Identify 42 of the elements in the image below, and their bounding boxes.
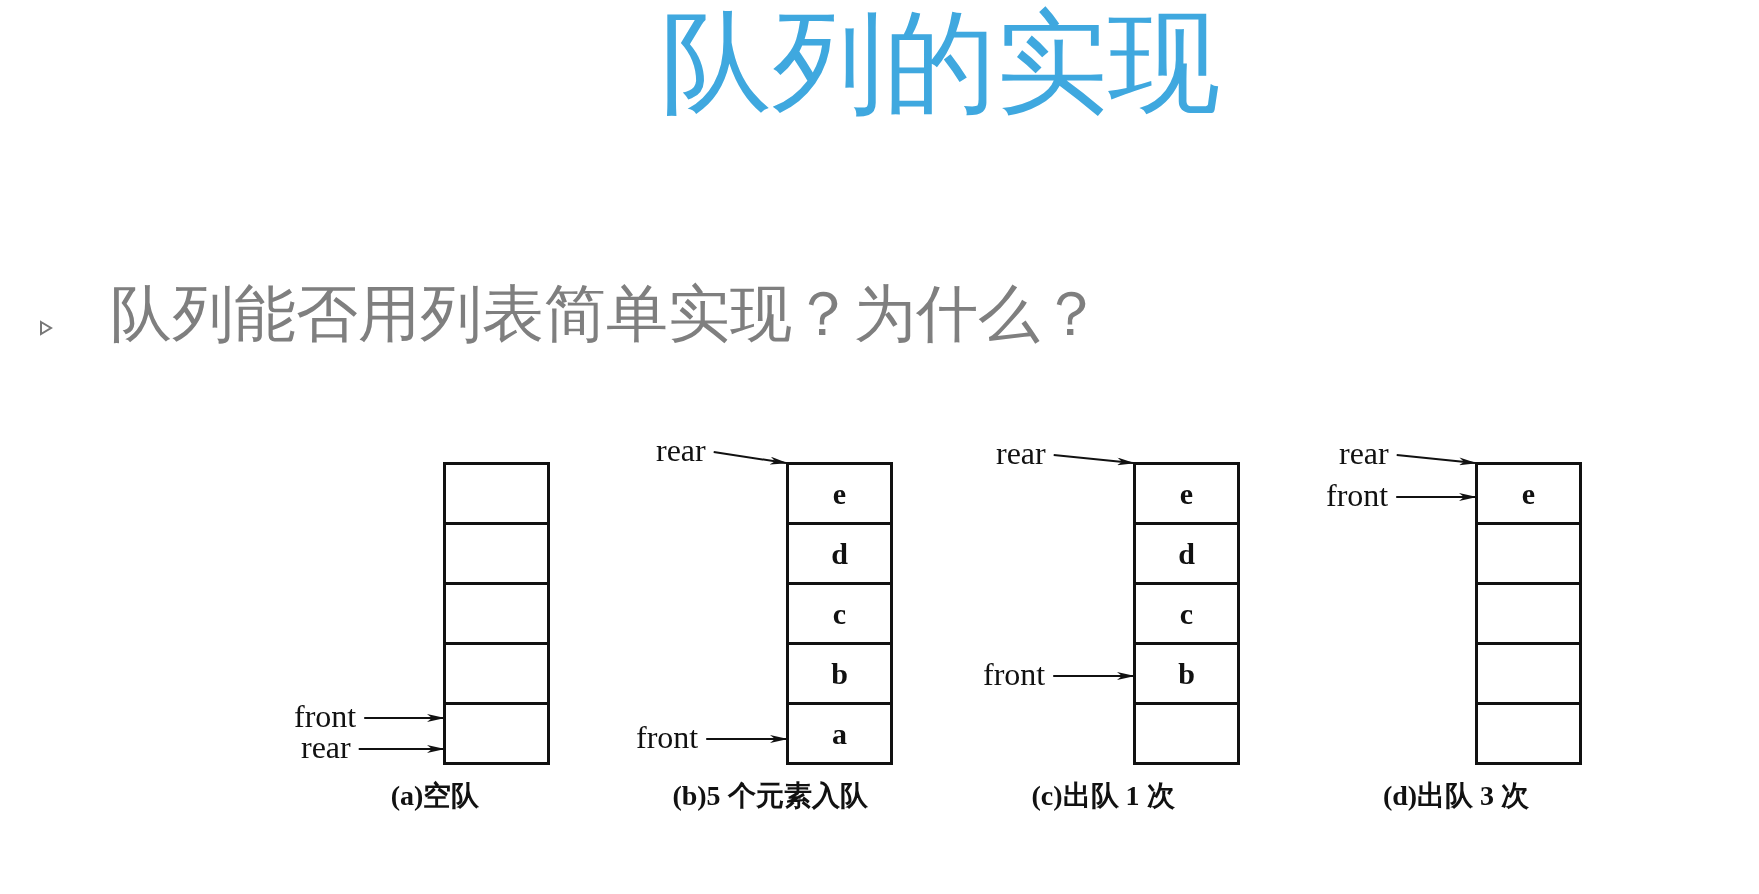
queue-cell: e <box>786 462 893 525</box>
queue-cell: b <box>786 642 893 705</box>
empty-queue-cell <box>1475 702 1582 765</box>
pointer-arrow <box>1052 672 1135 680</box>
pointer-label: rear <box>1339 437 1389 469</box>
empty-queue-cell <box>443 702 550 765</box>
pointer-arrow <box>1395 493 1477 501</box>
queue-cell: e <box>1133 462 1240 525</box>
pointer-arrow <box>357 745 445 753</box>
pointer-arrow <box>705 735 788 743</box>
panel-caption: (d)出队 3 次 <box>1382 782 1530 810</box>
pointer-arrow <box>1395 454 1477 466</box>
empty-queue-cell <box>443 642 550 705</box>
queue-cell: a <box>786 702 893 765</box>
empty-queue-cell <box>443 462 550 525</box>
pointer-label: rear <box>656 434 706 466</box>
queue-cell: e <box>1475 462 1582 525</box>
panel-caption: (c)出队 1 次 <box>1031 782 1175 810</box>
queue-cell: b <box>1133 642 1240 705</box>
empty-queue-cell <box>443 582 550 645</box>
empty-queue-cell <box>1475 642 1582 705</box>
pointer-label: rear <box>301 731 351 763</box>
empty-queue-cell <box>1133 702 1240 765</box>
empty-queue-cell <box>1475 522 1582 585</box>
empty-queue-cell <box>1475 582 1582 645</box>
queue-cell: d <box>786 522 893 585</box>
pointer-arrow <box>712 451 788 465</box>
panel-caption: (a)空队 <box>390 782 480 810</box>
pointer-label: front <box>294 700 357 732</box>
pointer-label: front <box>1326 479 1389 511</box>
bullet-text: 队列能否用列表简单实现？为什么？ <box>110 280 1102 349</box>
panel-caption: (b)5 个元素入队 <box>672 782 868 810</box>
pointer-label: front <box>636 721 699 753</box>
empty-queue-cell <box>443 522 550 585</box>
pointer-label: rear <box>996 437 1046 469</box>
pointer-arrow <box>363 714 445 722</box>
pointer-arrow <box>1052 454 1135 466</box>
queue-cell: d <box>1133 522 1240 585</box>
queue-cell: c <box>786 582 893 645</box>
queue-cell: c <box>1133 582 1240 645</box>
slide-title: 队列的实现 <box>659 2 1221 126</box>
pointer-label: front <box>983 658 1046 690</box>
